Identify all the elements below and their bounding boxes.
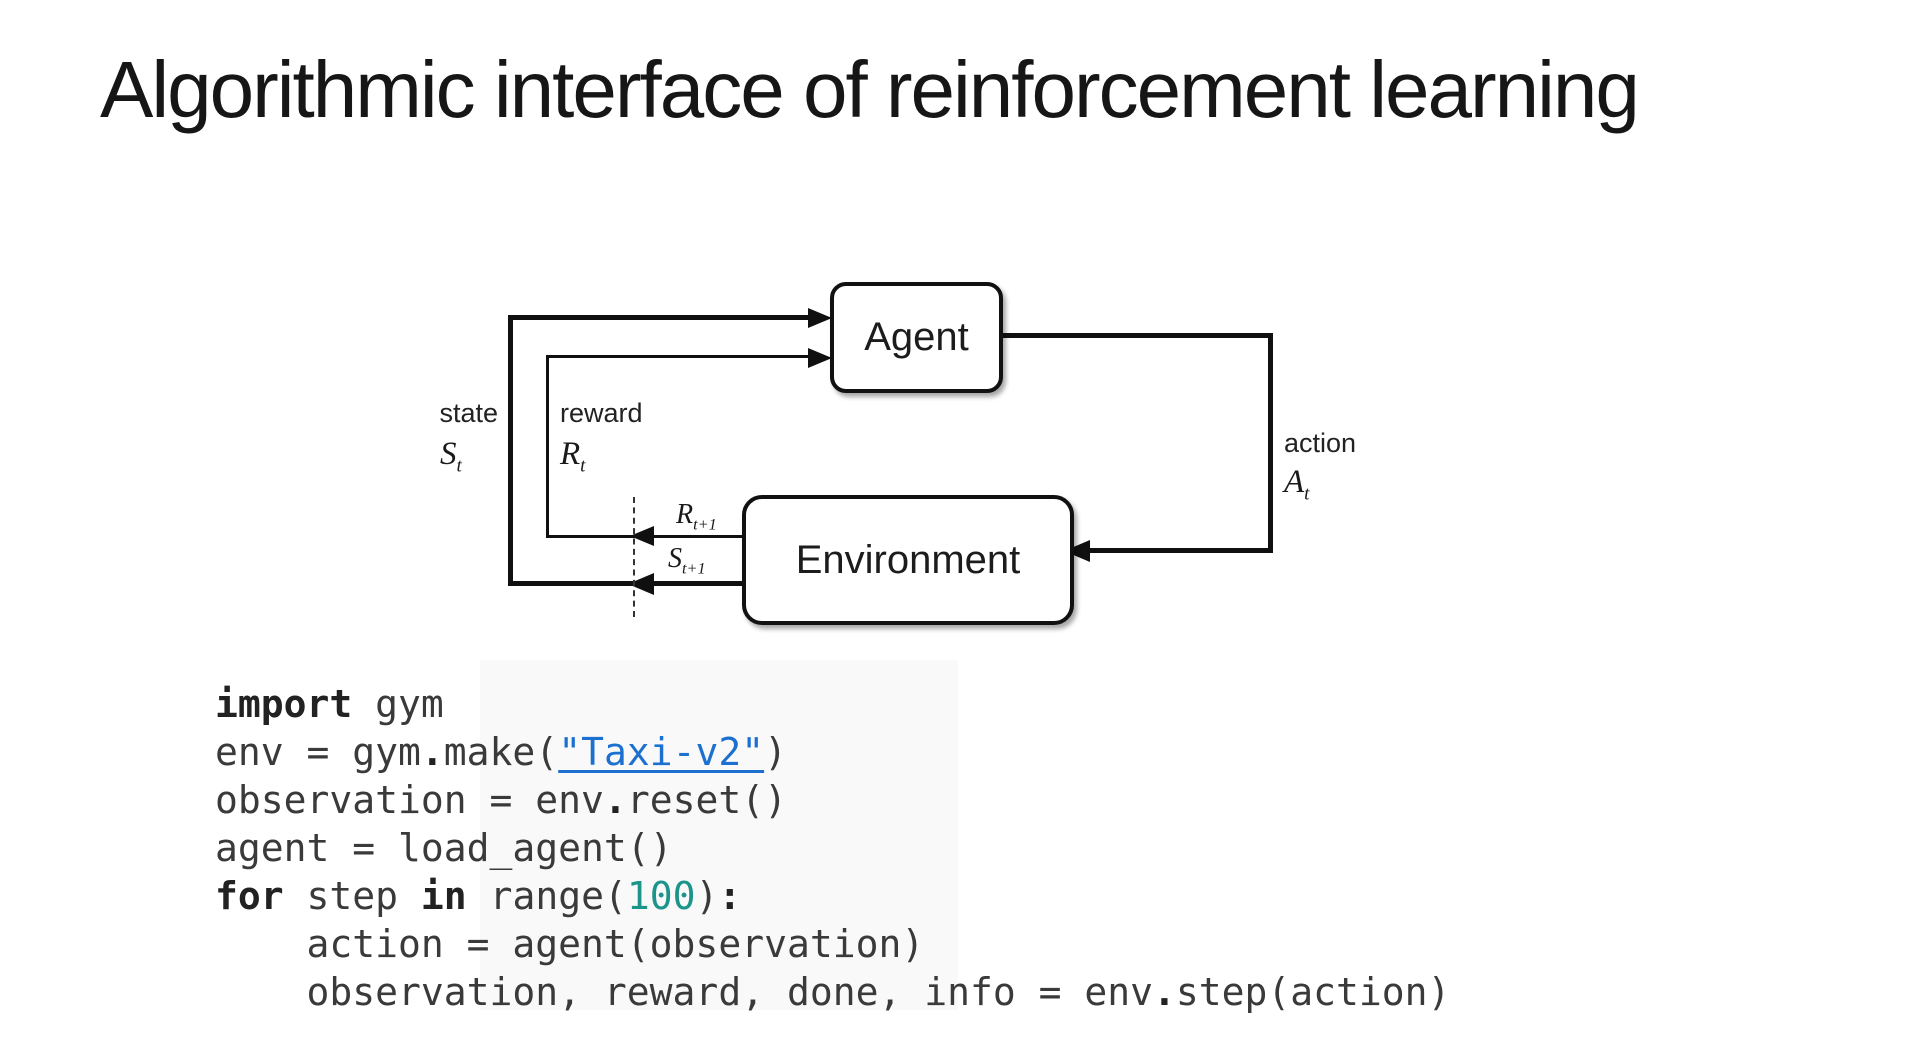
state-next-arrowhead-icon xyxy=(628,573,654,595)
code-token: agent = load_agent() xyxy=(215,826,673,870)
code-token: ) xyxy=(764,730,787,774)
code-token: . xyxy=(420,730,444,774)
code-line: observation = env.reset() xyxy=(215,776,1450,824)
reward-label: reward xyxy=(560,398,643,428)
code-token: reset() xyxy=(626,778,787,822)
state-arrowhead-icon xyxy=(808,308,832,328)
page-title: Algorithmic interface of reinforcement l… xyxy=(100,45,1640,134)
environment-box-label: Environment xyxy=(795,537,1021,582)
reward-arrow-line-top xyxy=(546,355,810,358)
code-token: ) xyxy=(695,874,719,918)
code-token: . xyxy=(1153,970,1176,1014)
code-token: observation = env xyxy=(215,778,604,822)
reward-next-symbol: Rt+1 xyxy=(676,499,717,534)
reward-arrowhead-icon xyxy=(808,348,832,368)
code-token: gym xyxy=(352,682,444,726)
code-token: observation, reward, done, info = env xyxy=(215,970,1154,1014)
time-step-dashed-line xyxy=(633,497,635,617)
code-token: env = gym xyxy=(215,730,421,774)
state-arrow-line-top xyxy=(508,315,810,320)
code-line: import gym xyxy=(215,680,1450,728)
code-line: agent = load_agent() xyxy=(215,824,1450,872)
action-symbol: At xyxy=(1284,464,1310,505)
action-line-vertical xyxy=(1268,333,1273,553)
code-token: step xyxy=(283,874,421,918)
code-token: import xyxy=(215,682,353,726)
code-token: make( xyxy=(443,730,559,774)
code-token: action = agent(observation) xyxy=(215,922,925,966)
action-label: action xyxy=(1284,428,1357,458)
action-arrow-line xyxy=(1068,548,1273,553)
state-symbol: St xyxy=(440,436,462,477)
reward-line-vertical xyxy=(546,355,549,538)
state-next-return-line xyxy=(508,581,746,586)
code-token: : xyxy=(718,874,742,918)
state-next-symbol: St+1 xyxy=(668,543,706,578)
code-line: action = agent(observation) xyxy=(215,920,1450,968)
code-token: in xyxy=(420,874,467,918)
code-token: step(action) xyxy=(1175,970,1451,1014)
code-token: 100 xyxy=(626,874,696,918)
environment-box: Environment xyxy=(742,495,1074,625)
code-token: range( xyxy=(466,874,627,918)
reward-next-arrowhead-icon xyxy=(630,526,654,546)
code-token: for xyxy=(215,874,284,918)
code-line: env = gym.make("Taxi-v2") xyxy=(215,728,1450,776)
reward-symbol: Rt xyxy=(560,436,586,477)
code-line: observation, reward, done, info = env.st… xyxy=(215,968,1451,1016)
agent-box: Agent xyxy=(830,282,1003,393)
state-line-vertical xyxy=(508,315,513,586)
agent-output-line xyxy=(993,333,1273,338)
code-line: for step in range(100): xyxy=(215,872,1450,920)
agent-box-label: Agent xyxy=(864,315,969,359)
taxi-v2-link[interactable]: "Taxi-v2" xyxy=(558,730,765,774)
code-token: . xyxy=(603,778,627,822)
state-label: state xyxy=(439,398,498,428)
